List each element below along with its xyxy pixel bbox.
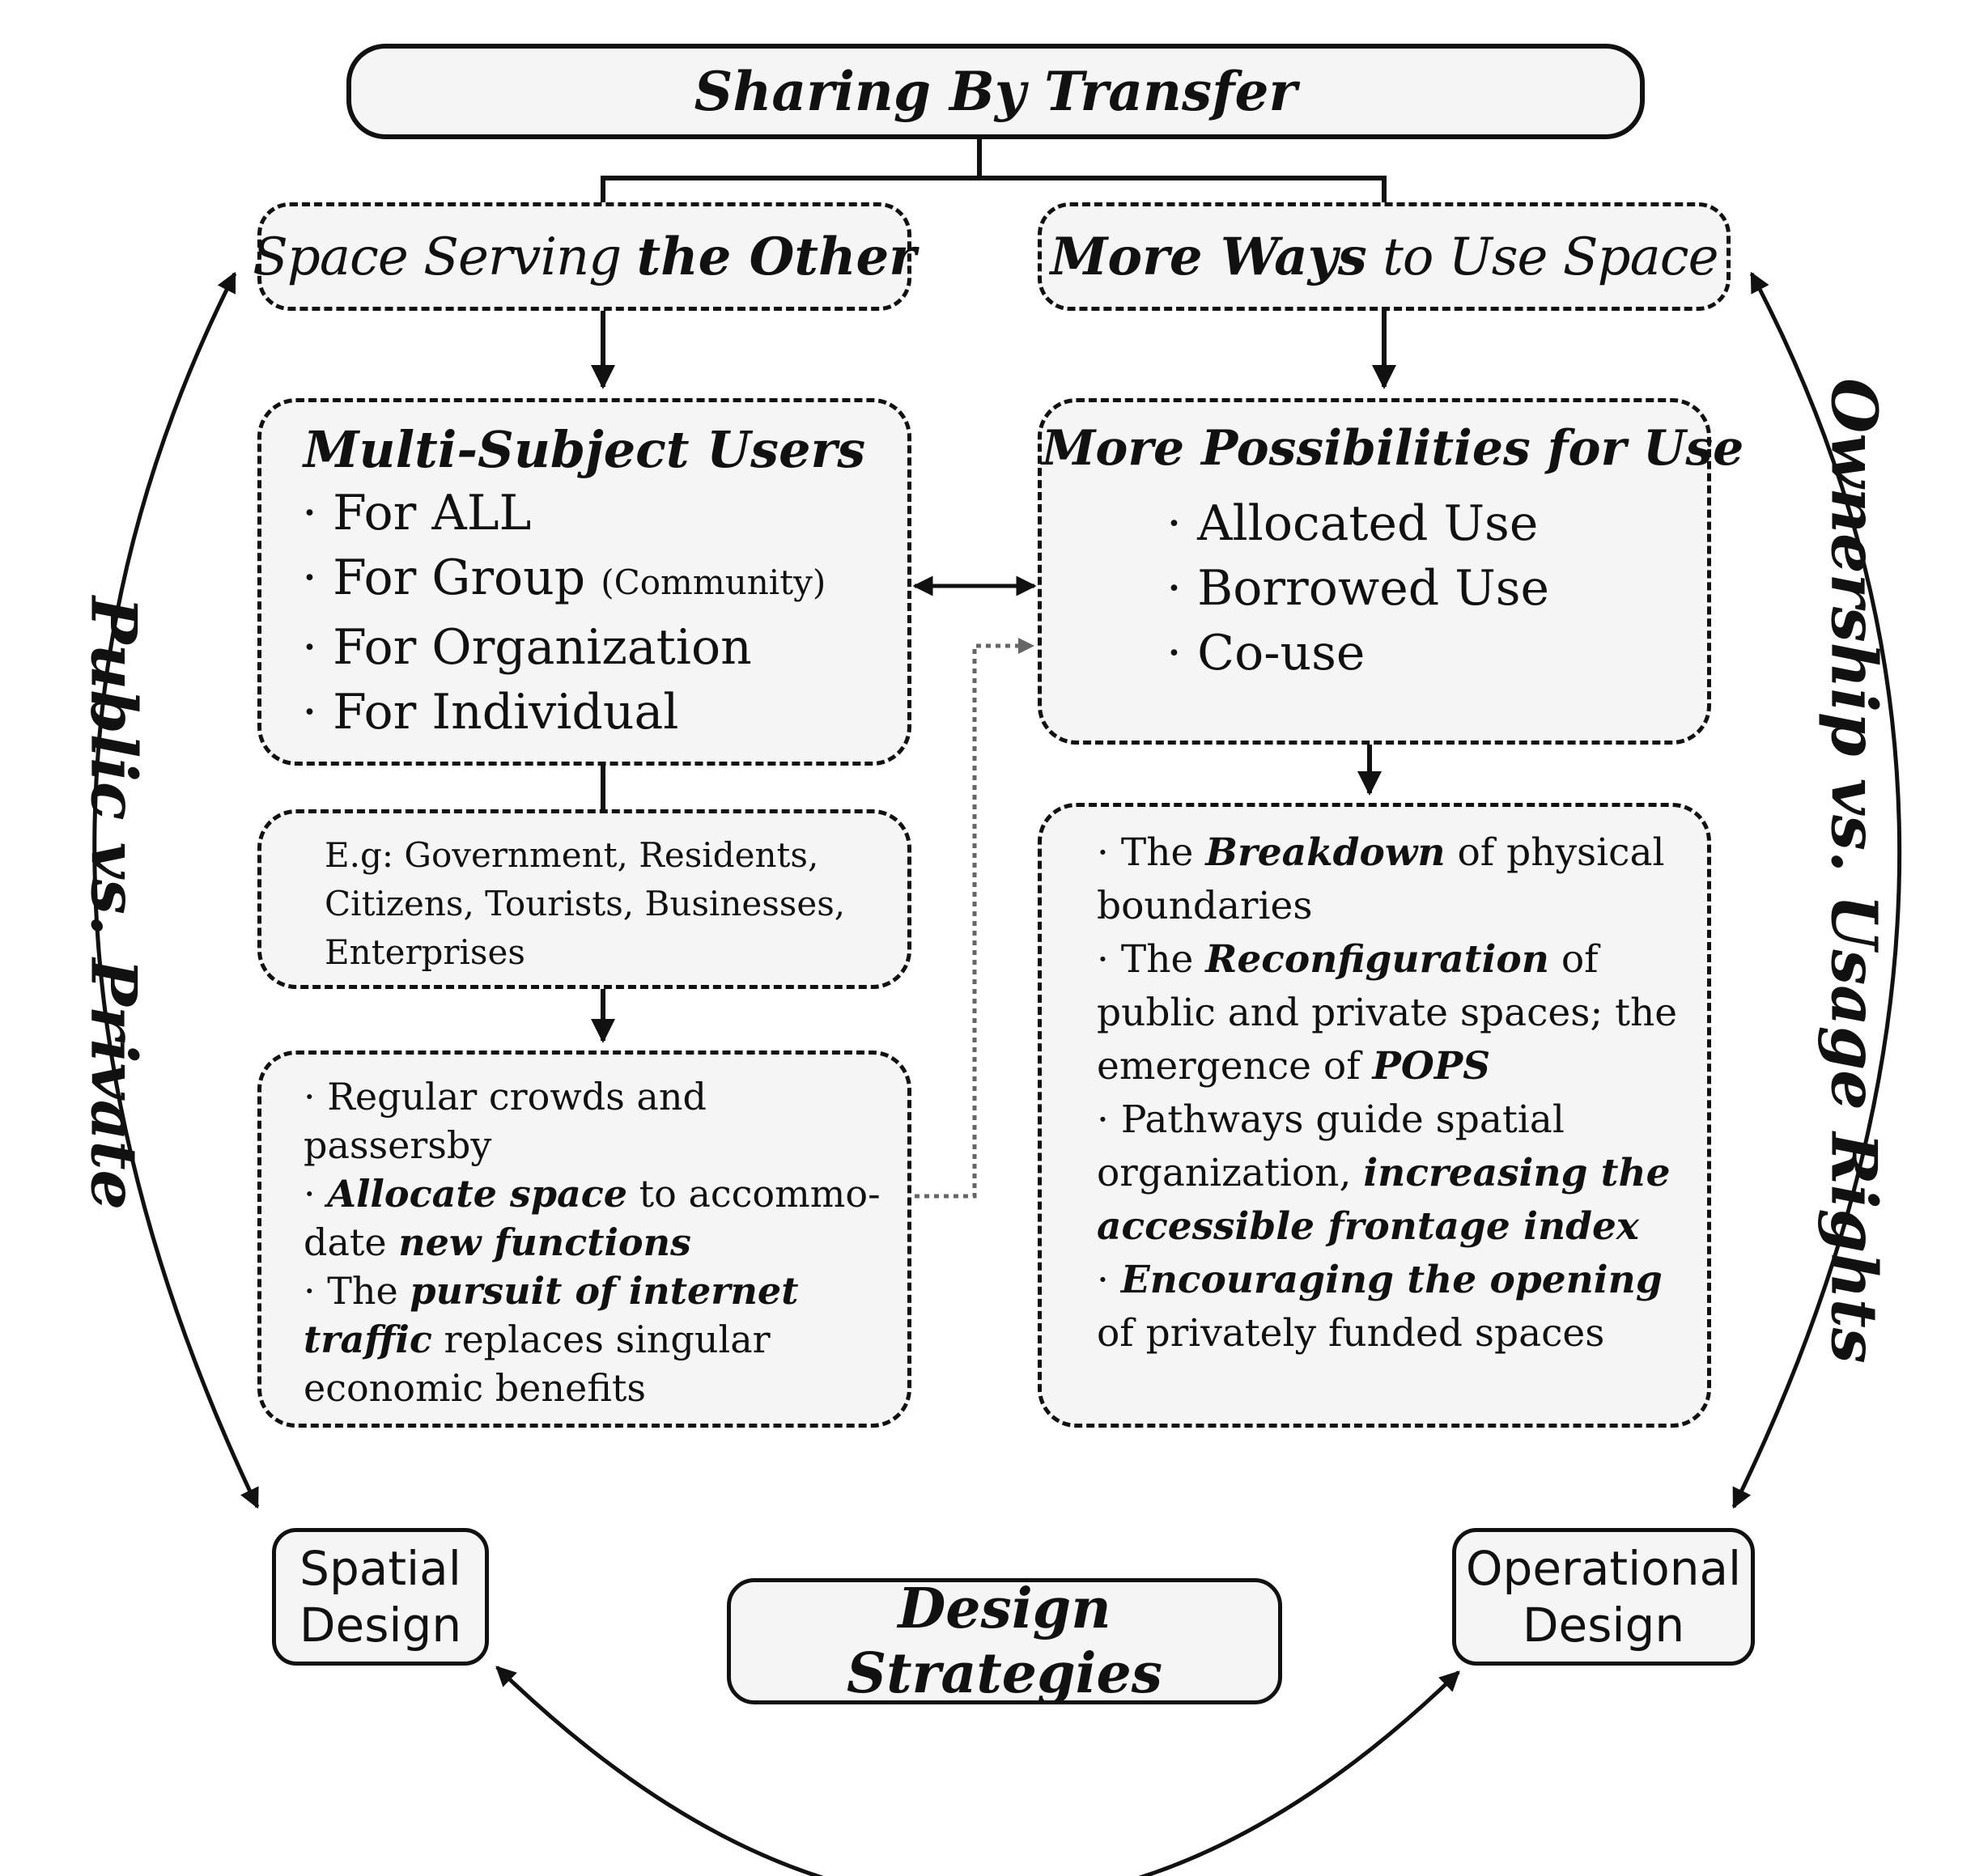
users-group-note: (Community) [601,562,826,602]
right-header-text: More Ways to Use Space [1050,226,1719,287]
design-strategies-text: Design Strategies [846,1577,1162,1706]
right-axis-label: Ownership vs. Usage Rights [1816,378,1891,1364]
users-item-individual: · For Individual [302,684,679,741]
left-axis-label: Public vs. Private [76,596,151,1211]
possibilities-item-couse: · Co-use [1166,625,1366,681]
breakdown-point-1: · The Breakdown of physical boundaries [1097,830,1665,928]
users-item-group: · For Group (Community) [302,550,826,606]
right-header-part2: to Use Space [1366,227,1718,287]
users-item-all: · For ALL [302,485,532,541]
title-text: Sharing By Transfer [694,60,1298,123]
title-branch-connector [601,139,1387,202]
right-header-part1: More Ways [1050,226,1367,287]
possibilities-item-borrowed: · Borrowed Use [1166,560,1550,617]
breakdown-point-3: · Pathways guide spatial organization, i… [1097,1097,1671,1249]
title-box: Sharing By Transfer [346,44,1645,139]
left-header-part1: Space Serving [253,227,637,287]
possibilities-title: More Possibilities for Use [1042,420,1744,477]
breakdown-point-2: · The Reconfiguration of public and priv… [1097,937,1678,1089]
regular-crowds-box: · Regular crowds and passersby · Allocat… [257,1050,911,1428]
left-header-box: Space Serving the Other [253,202,916,311]
breakdown-box: · The Breakdown of physical boundaries ·… [1038,803,1711,1428]
left-header-text: Space Serving the Other [253,227,916,287]
examples-text: E.g: Government, Residents, Citizens, To… [325,835,846,972]
users-item-organization: · For Organization [302,619,752,676]
regular-point-3: · The pursuit of internet traffic replac… [304,1269,799,1410]
examples-box: E.g: Government, Residents, Citizens, To… [257,809,911,989]
right-curve-double-arrow [1731,271,1902,1509]
more-possibilities-box: More Possibilities for Use · Allocated U… [1038,398,1744,745]
right-header-box: More Ways to Use Space [1038,202,1731,311]
left-header-part2: the Other [636,226,916,287]
bottom-curve-double-arrow [495,1666,1460,1876]
regular-point-2: · Allocate space to accommo-date new fun… [304,1172,881,1264]
users-title: Multi-Subject Users [303,420,866,479]
breakdown-point-4: · Encouraging the opening of privately f… [1097,1258,1663,1356]
dotted-connector-regular-to-possibilities [915,638,1034,1199]
left-curve-double-arrow [92,271,260,1509]
design-strategies-box: Design Strategies [727,1577,1282,1706]
multi-subject-users-box: Multi-Subject Users · For ALL · For Grou… [257,398,911,766]
possibilities-item-allocated: · Allocated Use [1166,495,1539,552]
regular-point-1: · Regular crowds and passersby [304,1075,707,1167]
